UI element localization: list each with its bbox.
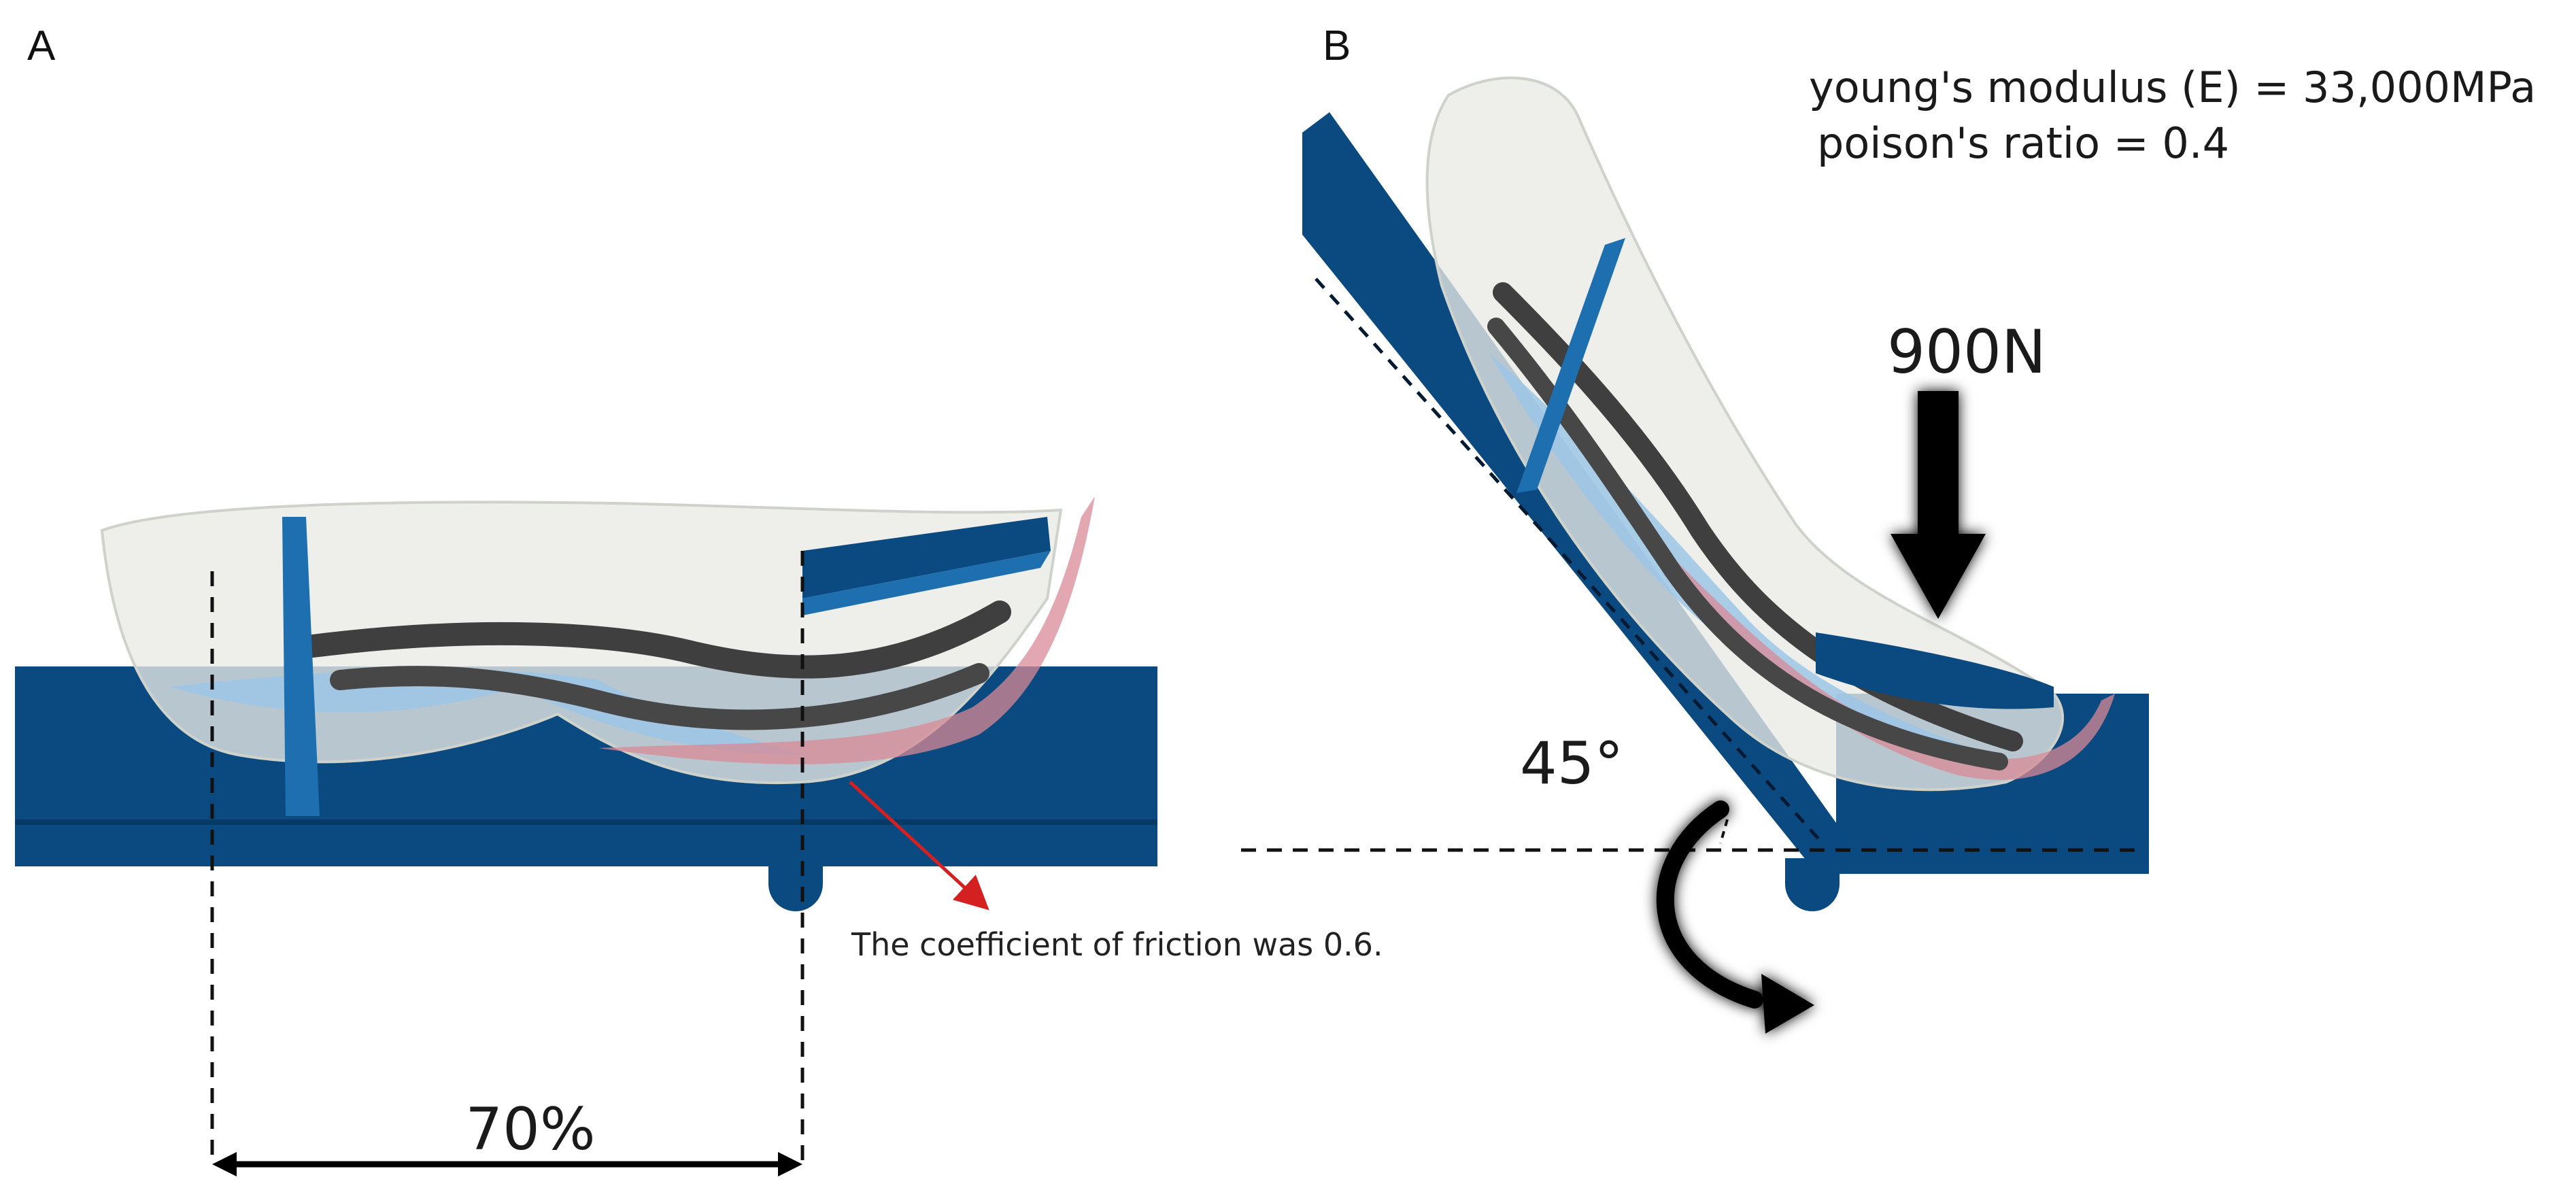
tilted-plate-dash (1315, 277, 1824, 845)
angle-label: 45° (1520, 730, 1623, 798)
upper-plate-a (802, 517, 1051, 598)
rotation-arrow (1656, 800, 1814, 1034)
upper-plate-edge-a (802, 551, 1051, 615)
cortical-layer-a (170, 669, 802, 755)
strap-b (1516, 238, 1625, 493)
heel-plate-b (1816, 632, 2054, 709)
cement-strand-a1 (301, 600, 1011, 679)
material-line-1: young's modulus (E) = 33,000MPa (1809, 63, 2536, 112)
friction-pointer (849, 781, 989, 911)
cement-strand-a2 (330, 663, 989, 730)
load-label: 900N (1887, 317, 2046, 387)
span-label: 70% (465, 1096, 595, 1164)
pivot-b (1785, 858, 1840, 911)
angle-tick-mark (1719, 819, 1729, 844)
panel-b: B young's modulus (E) = 33,000MPa poison… (1241, 22, 2536, 1034)
load-arrow (1891, 391, 1986, 619)
friction-note: The coefficient of friction was 0.6. (851, 926, 1383, 963)
panel-a: A 70% The coefficient of friction was 0.… (15, 22, 1383, 1176)
material-line-2: poison's ratio = 0.4 (1817, 118, 2229, 168)
span-arrowhead-right (778, 1152, 802, 1176)
span-arrowhead-left (212, 1152, 237, 1176)
panel-b-letter: B (1323, 22, 1351, 69)
panel-a-letter: A (27, 22, 56, 69)
pivot-a (768, 866, 823, 911)
post-a (282, 517, 320, 816)
base-block-edge-a (15, 819, 1157, 825)
